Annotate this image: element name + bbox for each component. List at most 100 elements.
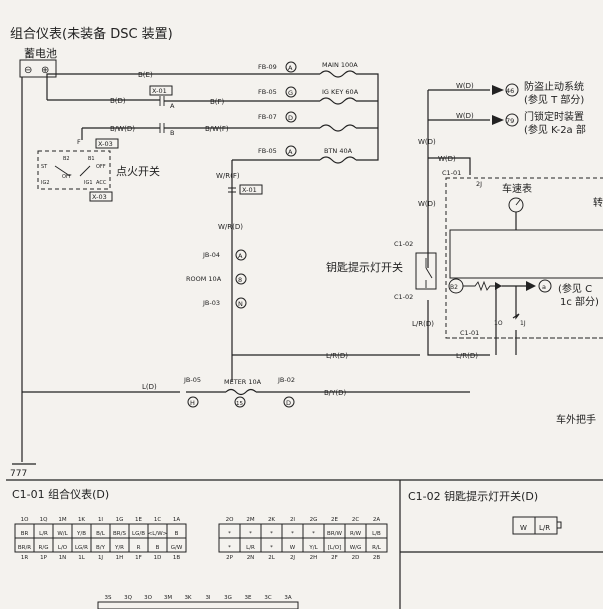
pin-number-bottom: 1B — [173, 555, 180, 561]
switch-pin-st: ST — [41, 164, 48, 170]
connector-wire-color: * — [249, 531, 252, 537]
c102-pin: L/R — [539, 524, 550, 532]
pin-number-bottom: 1J — [98, 555, 103, 561]
outer-handle-label: 车外把手 — [556, 413, 596, 426]
connector-wire-color: W/L — [57, 531, 68, 537]
ref-circle — [505, 113, 519, 127]
wire-label-be: B(E) — [138, 71, 153, 79]
connector-wire-color: Y/L — [308, 545, 318, 551]
page-title: 组合仪表(未装备 DSC 装置) — [10, 26, 173, 42]
pin-number-bottom: 1L — [78, 555, 85, 561]
cluster-diode — [495, 282, 502, 290]
connector-wire-color: * — [228, 531, 231, 537]
cluster-resistor — [463, 280, 520, 292]
pin-number-top: 2K — [268, 517, 275, 523]
pin-number-top: 2G — [310, 517, 318, 523]
meter-circle-label: D — [286, 399, 291, 407]
cluster-box — [445, 177, 603, 339]
connector-wire-color: BR/R — [18, 545, 31, 551]
switch-contacts — [54, 165, 91, 177]
pin-number-top: 3S — [105, 595, 112, 601]
pin-number-bottom: 2F — [331, 555, 338, 561]
key-switch-conn-a: C1-02 — [394, 240, 413, 248]
pin-number-bottom: 1H — [116, 555, 124, 561]
connector-wire-color: B — [175, 531, 179, 537]
wire-label-lrd3: L/R(D) — [456, 352, 478, 360]
meter-jb05: JB-05 — [183, 376, 201, 384]
connector-wire-color: R/G — [39, 545, 49, 551]
pin-number-bottom: 2P — [226, 555, 233, 561]
pin-number-top: 1M — [58, 517, 66, 523]
fuse-name: MAIN 100A — [322, 61, 358, 69]
wire-label-wd2: W(D) — [456, 112, 474, 120]
fuse-circle-label: G — [288, 89, 293, 97]
fuse-name: BTN 40A — [324, 147, 353, 155]
ignition-switch-box — [37, 150, 111, 190]
cluster-pin-1o: 1O — [494, 320, 503, 327]
wire-label-wrf: W/R(F) — [216, 172, 240, 180]
connector-wire-color: L/R — [39, 531, 48, 537]
connector-break-x01b — [228, 187, 236, 193]
fuse-id: FB-05 — [258, 147, 277, 155]
key-switch-label: 钥匙提示灯开关 — [326, 260, 403, 274]
cluster-a-circle — [538, 279, 552, 293]
pin-number-top: 1Q — [40, 517, 48, 523]
c102-pin: W — [520, 524, 527, 532]
pin-number-bottom: 2L — [268, 555, 275, 561]
switch-pin-off: OFF — [62, 174, 72, 180]
fuse-name: IG KEY 60A — [322, 88, 359, 96]
meter-jb02: JB-02 — [277, 376, 295, 384]
fuse-btn-symbol — [319, 156, 357, 164]
wire-label-bwf: B/W(F) — [205, 125, 229, 133]
wire-be — [46, 73, 270, 77]
meter-fuse-name: METER 10A — [224, 378, 262, 386]
switch-pin-ig1: IG1 — [84, 180, 93, 186]
fuse-bus-taps — [356, 100, 378, 129]
junction-circle — [235, 297, 247, 309]
meter-circle-label: 15 — [236, 401, 243, 407]
wire-lrd-switch — [427, 300, 490, 356]
connector-x03-label: X-03 — [98, 140, 113, 148]
pin-number-top: 3I — [205, 595, 210, 601]
fuse-circle-label: A — [288, 148, 293, 156]
pin-number-bottom: 2B — [373, 555, 380, 561]
cluster-wire — [512, 286, 520, 320]
cluster-pin-1j: 1J — [520, 320, 526, 327]
pin-number-top: 3Q — [124, 595, 132, 601]
switch-pin-f: F — [77, 138, 81, 146]
ref-circle-label: 79 — [506, 117, 514, 125]
junction-circle-label: A — [238, 252, 243, 260]
connector-body — [97, 601, 299, 609]
arrow-out2 — [492, 115, 504, 125]
pin-number-top: 3M — [164, 595, 172, 601]
pin-number-top: 3K — [184, 595, 191, 601]
fuse-bus — [356, 73, 379, 161]
cluster-b2-label: B2 — [450, 284, 458, 291]
cluster-pin-2j: 2J — [476, 180, 482, 188]
cluster-label: C1-01 — [442, 169, 461, 177]
junction-circle-label: 8 — [238, 276, 242, 284]
battery-neg-terminal: ⊖ — [24, 65, 32, 76]
pin-number-top: 3C — [264, 595, 271, 601]
pin-number-top: 3G — [224, 595, 232, 601]
fuse-circle-label: D — [288, 114, 293, 122]
connector-wire-color: BR — [21, 531, 29, 537]
pin-number-bottom: 1N — [59, 555, 67, 561]
connector-wire-color: L/O — [58, 545, 68, 551]
switch-pin-b1: B1 — [88, 156, 95, 162]
pin-number-top: 1I — [98, 517, 103, 523]
pin-number-bottom: 1P — [40, 555, 47, 561]
fuse-connector-circle — [285, 86, 297, 98]
connector-wire-color: * — [291, 531, 294, 537]
battery-pos-terminal: ⊕ — [41, 65, 49, 76]
pin-number-top: 2M — [246, 517, 254, 523]
connector-wire-color: Y/R — [114, 545, 124, 551]
speedometer-label: 车速表 — [502, 182, 532, 195]
cluster-label-b: C1-01 — [460, 329, 479, 337]
fuse-main-symbol — [319, 70, 357, 78]
pin-number-top: 2C — [352, 517, 359, 523]
connector-wire-color: B — [156, 545, 160, 551]
